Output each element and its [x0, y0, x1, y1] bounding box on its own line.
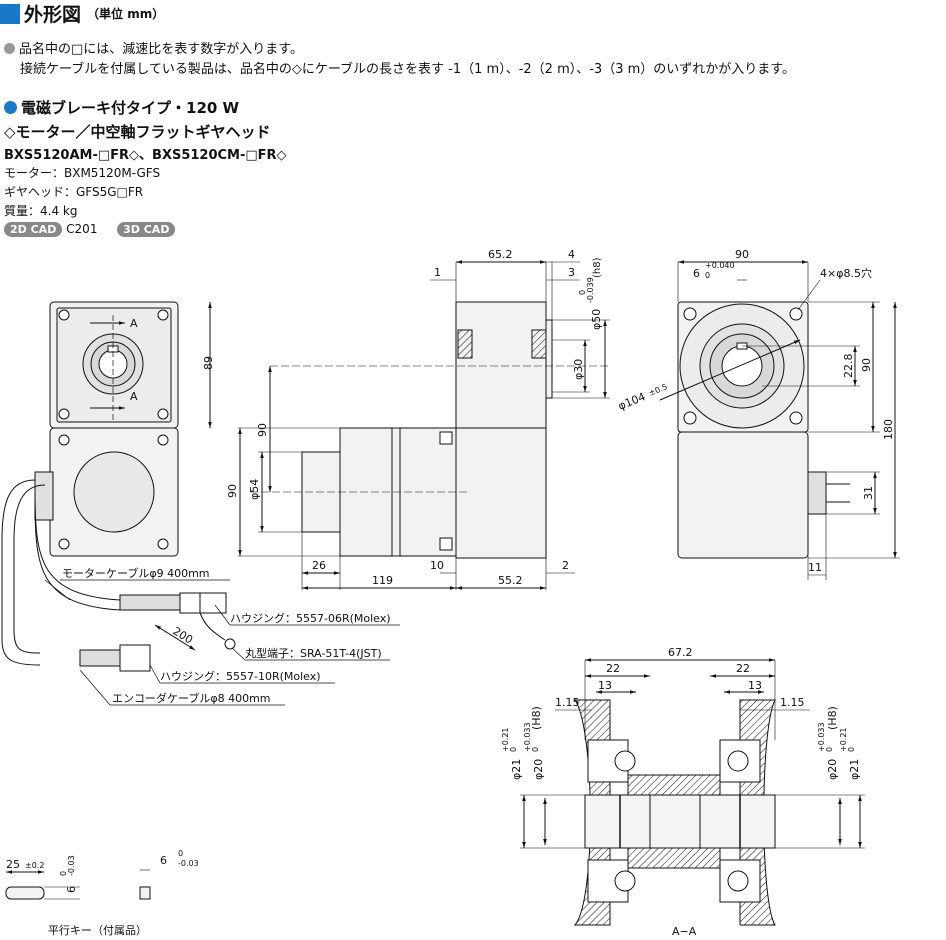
dim-phi20-tol-lo-right: 0: [825, 747, 834, 752]
dim-h8-right: (H8): [826, 706, 839, 730]
dim-phi21-tol-lo-left: 0: [509, 747, 518, 752]
dim-phi20-tol-lo-left: 0: [531, 747, 540, 752]
gearhead-spec: ギヤヘッド：GFS5G□FR: [4, 185, 144, 199]
dim-A-top: A: [130, 317, 138, 330]
note-2: 接続ケーブルを付属している製品は、品名中の◇にケーブルの長さを表す -1（1 m…: [20, 62, 795, 77]
dim-1-15-left: 1.15: [555, 696, 580, 709]
key-dim-25-tol: ±0.2: [25, 861, 44, 870]
motor-cable-callout: モーターケーブルφ9 400mm: [62, 566, 210, 580]
dim-1-15-right: 1.15: [780, 696, 805, 709]
key-dim-6-width: 6: [160, 854, 167, 867]
dim-3: 3: [568, 266, 575, 279]
side-view: [301, 301, 553, 559]
dim-65-2: 65.2: [488, 248, 513, 261]
mass-spec: 質量：4.4 kg: [4, 204, 78, 218]
parallel-key: [5, 886, 151, 900]
title-unit: （単位 mm）: [87, 7, 165, 21]
dim-phi20-right: φ20: [826, 759, 839, 780]
dim-phi21-right: φ21: [848, 759, 861, 780]
section-a-a: [573, 699, 776, 926]
housing1-callout: ハウジング：5557-06R(Molex): [230, 611, 391, 625]
key-dim-6-height: 6: [65, 886, 78, 893]
dim-phi54: φ54: [248, 479, 261, 500]
dim-2: 2: [562, 559, 569, 572]
cad-2d-code: C201: [66, 222, 98, 236]
cad-2d-badge[interactable]: 2D CAD: [4, 222, 63, 237]
housing2-callout: ハウジング：5557-10R(Molex): [160, 669, 321, 683]
dim-10: 10: [430, 559, 444, 572]
dim-180: 180: [882, 419, 895, 440]
front-view: [1, 301, 179, 666]
dim-90-lower: 90: [226, 484, 239, 498]
dim-31: 31: [862, 486, 875, 500]
key-dim-6-tol-lo: -0.03: [178, 859, 199, 868]
model-names: BXS5120AM-□FR◇、BXS5120CM-□FR◇: [4, 148, 287, 163]
dim-phi21-tol-hi-left: +0.21: [501, 727, 510, 752]
dim-22-right: 22: [736, 662, 750, 675]
dim-67-2: 67.2: [668, 646, 693, 659]
connectors: [79, 592, 236, 672]
dim-11: 11: [808, 561, 822, 574]
dim-55-2: 55.2: [498, 574, 523, 587]
gray-bullet-icon: [4, 43, 15, 54]
dim-4: 4: [568, 248, 575, 261]
title-main: 外形図: [24, 4, 82, 26]
motor-spec: モーター：BXM5120M-GFS: [4, 166, 161, 180]
key-dim-6-tol-hi: 0: [178, 849, 183, 858]
dim-6-tol2: 0: [705, 271, 710, 280]
terminal-callout: 丸型端子：SRA-51T-4(JST): [245, 646, 382, 660]
dim-h8-left: (H8): [530, 706, 543, 730]
key-label: 平行キー（付属品）: [48, 924, 147, 937]
dim-phi21-tol-hi-right: +0.21: [839, 727, 848, 752]
title-square-icon: [0, 3, 20, 24]
dim-phi20-tol-hi-left: +0.033: [523, 722, 532, 752]
dim-22-left: 22: [606, 662, 620, 675]
dim-phi30: φ30: [572, 359, 585, 380]
cad-3d-badge[interactable]: 3D CAD: [117, 222, 176, 237]
dim-phi50-tol-hi: 0: [578, 290, 587, 295]
section-label: A−A: [672, 925, 697, 938]
gearhead-face-view: [677, 301, 850, 559]
dim-13-right: 13: [748, 679, 762, 692]
cad-row: 2D CAD C201 3D CAD: [4, 222, 176, 237]
page-title: 外形図 （単位 mm）: [0, 0, 164, 27]
note-1: 品名中の□には、減速比を表す数字が入ります。: [4, 38, 303, 57]
dim-phi20-left: φ20: [532, 759, 545, 780]
dim-90-right: 90: [860, 358, 873, 372]
dim-phi104-tol: ±0.5: [647, 382, 668, 398]
dim-119: 119: [372, 574, 393, 587]
key-dim-25: 25: [6, 858, 20, 871]
dim-26: 26: [312, 559, 326, 572]
dim-13-left: 13: [598, 679, 612, 692]
dim-90-upper: 90: [256, 423, 269, 437]
dim-A-bottom: A: [130, 390, 138, 403]
dim-phi50-fit: (h8): [592, 257, 603, 278]
dim-6: 6: [693, 267, 700, 280]
encoder-cable-callout: エンコーダケーブルφ8 400mm: [112, 691, 271, 705]
dim-90-top: 90: [735, 248, 749, 261]
dim-1: 1: [434, 266, 441, 279]
type-heading: 電磁ブレーキ付タイプ・120 W: [4, 97, 239, 118]
key-dim-6-tol-lo-v: -0.03: [67, 855, 76, 876]
dim-phi21-tol-lo-right: 0: [847, 747, 856, 752]
dim-4x-holes: 4×φ8.5穴: [820, 266, 872, 280]
dim-200: 200: [170, 625, 195, 647]
dim-phi21-left: φ21: [510, 759, 523, 780]
dim-phi50-tol-lo: -0.039: [586, 277, 595, 303]
dim-phi50: φ50: [590, 309, 603, 330]
subtype-heading: ◇モーター／中空軸フラットギヤヘッド: [4, 123, 271, 141]
dim-phi104: φ104: [616, 390, 647, 413]
dim-22-8: 22.8: [842, 354, 855, 379]
key-dim-6-tol-hi-v: 0: [59, 871, 68, 876]
dim-89: 89: [202, 356, 215, 370]
dim-6-tol: +0.040: [705, 261, 735, 270]
blue-bullet-icon: [4, 101, 17, 114]
dim-phi20-tol-hi-right: +0.033: [817, 722, 826, 752]
